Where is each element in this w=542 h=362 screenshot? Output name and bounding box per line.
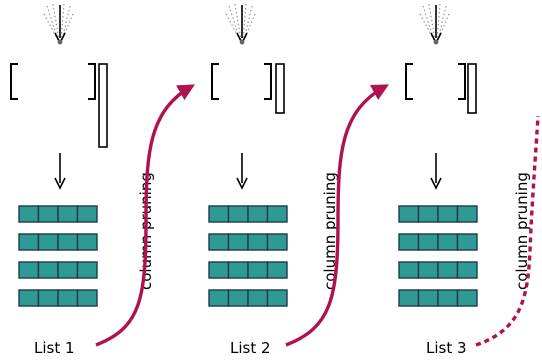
transition-arrow (285, 84, 389, 347)
grid-cell (227, 289, 249, 307)
grid-cell (266, 233, 288, 251)
grid-cell (398, 233, 420, 251)
narrow-column-rect (98, 63, 108, 148)
grid-cell (437, 289, 459, 307)
grid-cell (456, 205, 478, 223)
grid-cell (398, 261, 420, 279)
grid-cell (247, 289, 269, 307)
grid-cell (208, 233, 230, 251)
grid-cell (18, 261, 40, 279)
right-bracket-icon (458, 63, 466, 100)
pruning-label: column pruning (513, 172, 531, 290)
grid-cell (37, 233, 59, 251)
grid-cell (18, 205, 40, 223)
light-source-icon (419, 3, 450, 41)
grid-cell (76, 233, 98, 251)
grid-cell (57, 205, 79, 223)
focus-dot-icon (57, 39, 63, 45)
narrow-column-rect (467, 63, 477, 114)
grid-cell (266, 205, 288, 223)
grid-cell (456, 289, 478, 307)
panel-2: column pruning List 2 (208, 3, 339, 357)
cell-grid (18, 205, 98, 307)
cell-grid (398, 205, 478, 307)
light-source-icon (43, 3, 74, 41)
grid-cell (227, 261, 249, 279)
transition-arrow-dashed (475, 115, 540, 347)
focus-dot-icon (239, 39, 245, 45)
panel-1: column pruning List 1 (10, 3, 155, 357)
grid-cell (208, 261, 230, 279)
grid-cell (76, 261, 98, 279)
grid-cell (437, 261, 459, 279)
focus-dot-icon (433, 39, 439, 45)
list-label: List 2 (230, 339, 271, 357)
grid-cell (456, 233, 478, 251)
grid-cell (37, 261, 59, 279)
grid-cell (76, 289, 98, 307)
grid-cell (417, 233, 439, 251)
grid-cell (247, 261, 269, 279)
grid-cell (398, 205, 420, 223)
list-label: List 1 (34, 339, 75, 357)
grid-cell (227, 205, 249, 223)
cell-grid (208, 205, 288, 307)
grid-cell (266, 261, 288, 279)
panel-3: column pruning List 3 (398, 3, 531, 357)
grid-cell (57, 233, 79, 251)
grid-cell (18, 289, 40, 307)
transition-arrow (95, 84, 195, 347)
right-bracket-icon (88, 63, 96, 100)
grid-cell (266, 289, 288, 307)
grid-cell (18, 233, 40, 251)
grid-cell (37, 205, 59, 223)
grid-cell (76, 205, 98, 223)
left-bracket-icon (211, 63, 219, 100)
grid-cell (227, 233, 249, 251)
down-arrow-icon (430, 177, 442, 190)
grid-cell (417, 261, 439, 279)
grid-cell (417, 289, 439, 307)
down-arrow-icon (54, 177, 66, 190)
down-arrow-icon (236, 177, 248, 190)
grid-cell (437, 233, 459, 251)
grid-cell (37, 289, 59, 307)
grid-cell (247, 233, 269, 251)
light-source-icon (225, 3, 256, 41)
grid-cell (456, 261, 478, 279)
grid-cell (247, 205, 269, 223)
grid-cell (417, 205, 439, 223)
grid-cell (437, 205, 459, 223)
grid-cell (398, 289, 420, 307)
grid-cell (57, 261, 79, 279)
right-bracket-icon (264, 63, 272, 100)
list-label: List 3 (426, 339, 467, 357)
narrow-column-rect (275, 63, 285, 114)
grid-cell (208, 289, 230, 307)
left-bracket-icon (405, 63, 413, 100)
grid-cell (57, 289, 79, 307)
pruning-label: column pruning (321, 172, 339, 290)
left-bracket-icon (10, 63, 18, 100)
grid-cell (208, 205, 230, 223)
